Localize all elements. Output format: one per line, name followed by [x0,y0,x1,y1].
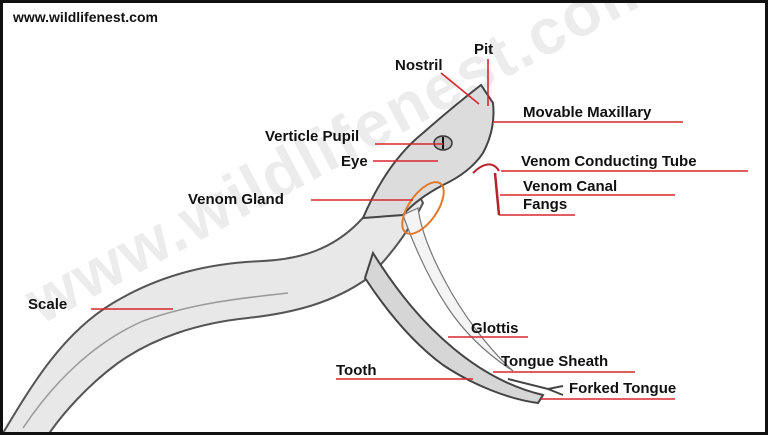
label-pit: Pit [474,41,493,58]
venom-tube [473,164,499,173]
snake-upper-jaw [363,85,494,218]
leader-nostril [441,73,479,104]
label-tongue-sheath: Tongue Sheath [501,353,608,370]
label-glottis: Glottis [471,320,519,337]
label-nostril: Nostril [395,57,443,74]
label-eye: Eye [341,153,368,170]
label-venom-canal: Venom Canal [523,178,617,195]
snake-illustration [3,3,768,435]
label-fangs: Fangs [523,196,567,213]
label-venom-gland: Venom Gland [188,191,284,208]
label-tooth: Tooth [336,362,377,379]
snake-fang [495,173,499,215]
label-movable-maxillary: Movable Maxillary [523,104,651,121]
label-venom-conducting-tube: Venom Conducting Tube [521,153,697,170]
label-scale: Scale [28,296,67,313]
label-forked-tongue: Forked Tongue [569,380,676,397]
label-verticle-pupil: Verticle Pupil [265,128,359,145]
site-url: www.wildlifenest.com [13,9,158,25]
